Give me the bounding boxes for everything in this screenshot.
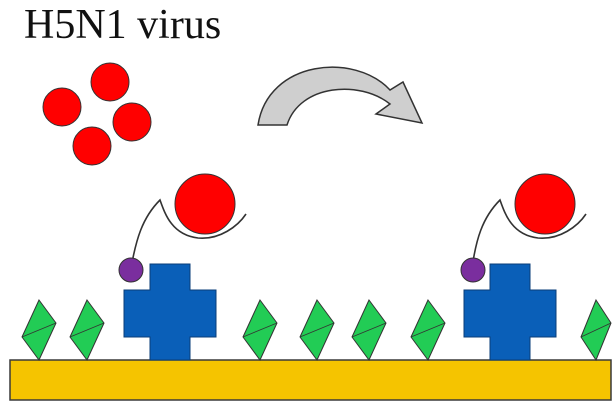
free-virus-particle (90, 62, 130, 102)
blocking-molecule (21, 299, 57, 361)
gold-substrate (9, 359, 612, 401)
blocking-molecules (21, 298, 612, 362)
free-virus-particle (72, 126, 112, 166)
blocking-molecule (242, 299, 278, 361)
blocking-molecule (69, 299, 105, 361)
blocking-molecule (299, 299, 335, 361)
free-virus-particle (42, 87, 82, 127)
linker-dot (460, 257, 486, 283)
antibody-receptor (123, 263, 217, 361)
bound-virus-particle (514, 173, 576, 235)
linker-strand (471, 198, 587, 269)
antibody-receptor (463, 263, 557, 361)
antibody-complex-left (118, 173, 247, 361)
blocking-molecule (351, 299, 387, 361)
linker-strand (130, 198, 247, 269)
blocking-molecule (580, 298, 612, 362)
blocking-molecule (410, 299, 446, 361)
bound-virus-particle (174, 173, 236, 235)
binding-arrow (257, 66, 424, 126)
free-virus-cluster (42, 62, 152, 166)
antibody-complex-right (460, 173, 587, 361)
free-virus-particle (112, 102, 152, 142)
diagram-title: H5N1 virus (24, 2, 222, 48)
linker-dot (118, 257, 144, 283)
